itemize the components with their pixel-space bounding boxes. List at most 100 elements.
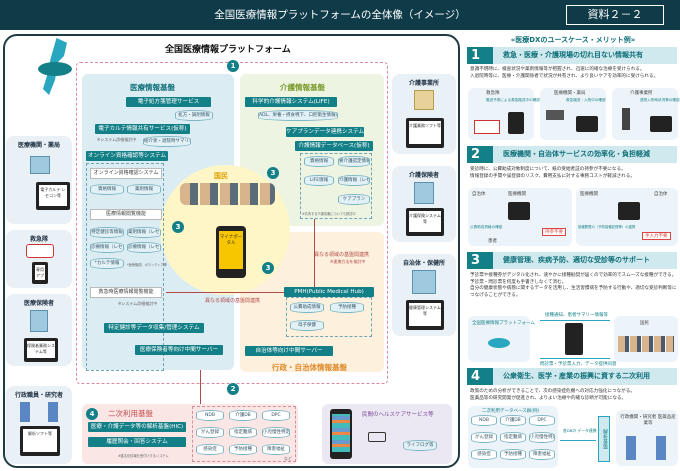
side-municipality: 自治体・保健所 健康管理システム等 [392,254,456,336]
gov-title: 行政・自治体情報基盤 [272,363,347,372]
hospital-bed-icon [546,110,564,120]
side-insurer: 医療保険者 保険者業務システム等 [6,294,72,366]
care-db-group [300,153,372,219]
secondary-db: 指定難病 [500,432,526,443]
uc3-citizens: 国民 [614,316,678,362]
tag-no-input: 手入力不要 [642,232,671,240]
db-drug-receipt: 薬剤情報（レセプト） [127,227,161,238]
pane-title: 行政機関・研究者 医薬品産業等 [620,415,676,426]
app-grid-icon [332,414,350,452]
care-db-receipt: 介護情報（レセプト） [338,175,370,186]
side-label: 介護事業所 [408,80,439,87]
laptop-icon: 健康管理システム等 [406,300,444,330]
platform-panel [3,34,460,468]
usecase-number: 4 [471,369,481,384]
pane-title: 自治体 [472,192,486,197]
uc3-arrow-right [540,320,610,321]
bullet: 受診時に、公費助成対象制度について、紙の受給者証の持参が不要になる。 [470,167,626,172]
care-database: 介護情報データベース(仮称) [295,141,373,151]
online-check-group [86,163,164,371]
db-karte: *カルテ情報 [90,258,124,269]
pmh-db-group [286,297,372,337]
pane-note: 救急搬送・入院中の確認 [566,98,606,103]
ekarte-note: ※システム詳細検討中 [97,137,137,142]
researchers-illustration [626,436,670,460]
care-db-careplan: ケアプラン [338,194,370,205]
usecase-title: 健康管理、疾病予防、適切な受診等のサポート [503,256,650,264]
db-checkup: 特定健診等情報 [90,227,124,238]
pane-title: 国民 [640,321,649,326]
laptop-icon [576,116,598,132]
bullet: 情報登録の手間や誤登録のリスク、費用支払に対する事務コストが軽減される。 [470,173,635,179]
secondary-db: 指定難病 [229,427,257,438]
city-hall-icon [412,270,436,294]
elderly-person-icon [622,108,630,130]
pc-label: 介護業務ソフト等 [409,121,441,144]
care-db-life: LIFE情報 [304,175,334,186]
uc3-platform: 全国医療情報プラットフォーム [468,316,535,362]
side-label: 医療保険者 [23,300,54,307]
link-line-horizontal [166,292,286,293]
pane-title: 介護事業所 [630,91,653,96]
pane-title: 二次利用データベース群(例) [482,409,540,414]
ekarte-service: 電子カルテ情報共有サービス(仮称) [95,124,190,134]
secondary-arrow [200,370,201,404]
citizen-label: 国民 [214,172,228,180]
eprescription-service: 電子処方箋管理サービス [126,97,211,107]
careplan-system: ケアプランデータ連携システム [286,127,364,137]
db-clinical-receipt: 診療情報（レセプト） [90,242,124,253]
secondary-db: 小児慢性特定疾病 [529,432,555,443]
side-label: 救急隊 [29,236,48,243]
pmh-system: PMH(Public Medical Hub) [284,287,374,297]
emergency-note: ※システム詳細検討中 [118,301,158,306]
uc1-pane-ambulance: 救急隊搬送予測による救急搬送中の確認 [468,88,540,140]
ambulance-icon [26,244,54,258]
side-care-provider: 介護事業所 介護業務ソフト等 [392,74,456,154]
life-system: 科学的介護情報システム(LIFE) [245,97,337,107]
secondary-db: NDB [196,410,224,421]
viewer-note: *医療機関、ボランティア等 [127,262,167,267]
side-label: 介護保険者 [408,172,439,179]
laptop-icon: 介護業務ソフト等 [406,118,444,148]
laptop-icon: 介護保険システム等 [406,208,444,236]
pc-label: 保険者業務システム等 [27,341,55,358]
uc3-arrow-left [540,358,610,359]
pc-label: 介護保険システム等 [409,211,441,232]
bullet: 医薬品等の研究開発が促進され、よりよい治療や的確な診断が可能になる。 [470,395,627,401]
hospital-building-icon [30,156,50,174]
pane-title: 全国医療情報プラットフォーム [472,321,535,326]
pane-title: 自治体 [654,192,668,197]
monitor-icon [618,202,640,220]
pane-title: 救急隊 [486,91,500,96]
pane-title: 医療機関 [508,192,526,197]
pmh-db-vaccination: 予防接種 [330,302,364,313]
pmh-db-subsidy: 公費助成情報 [290,302,324,313]
bullet: 政策のための分析ができることで、次の感染症危機への対応力強化につながる。 [470,389,635,394]
pane-note: 退院入所時状況等の確認 [640,98,680,103]
platform-title: 全国医療情報プラットフォーム [165,45,291,55]
medical-viewer: 医療情報閲覧機能 [90,209,162,220]
uc2-pane-subsidy: 自治体医療機関公費助成資格の確認持参不要患者 [468,188,572,246]
checkup-system: 特定健診等データ収集/管理システム [104,323,204,333]
mynaportal-screen[interactable]: マイナポータル [219,231,243,269]
uc1-pane-care: 介護事業所退院入所時状況等の確認 [612,88,680,140]
secondary-db-group [192,406,296,462]
secondary-db: NDB [471,415,497,426]
tag-no-carry: 持参不要 [542,228,566,236]
pmh-db-maternal: 母子保健 [290,320,324,331]
side-label: 自治体・保健所 [402,260,445,267]
secondary-db: がん登録 [471,432,497,443]
bullet: 意識不明時に、検査状況や薬剤情報等が把握され、迅速に的確な治療を受けられる。 [470,67,645,72]
flow-number-3-top: 3 [267,167,279,179]
secondary-db: 予防接種 [229,444,257,455]
usecase-title: 医療機関・自治体サービスの効率化・負担軽減 [503,150,650,158]
care-db-note: ※共有する介護情報についても検討中 [302,211,356,216]
patient-label: 患者 [488,239,497,244]
side-researcher: 行政職員・研究者 解析ソフト等 [6,386,72,464]
bullet: 自分の健康状態や病態に関するデータを活用し、生活習慣病を予防する行動や、適切な受… [470,286,677,298]
usecase-number: 2 [471,147,481,162]
online-check-sub: オンライン資格確認システム [90,168,162,179]
